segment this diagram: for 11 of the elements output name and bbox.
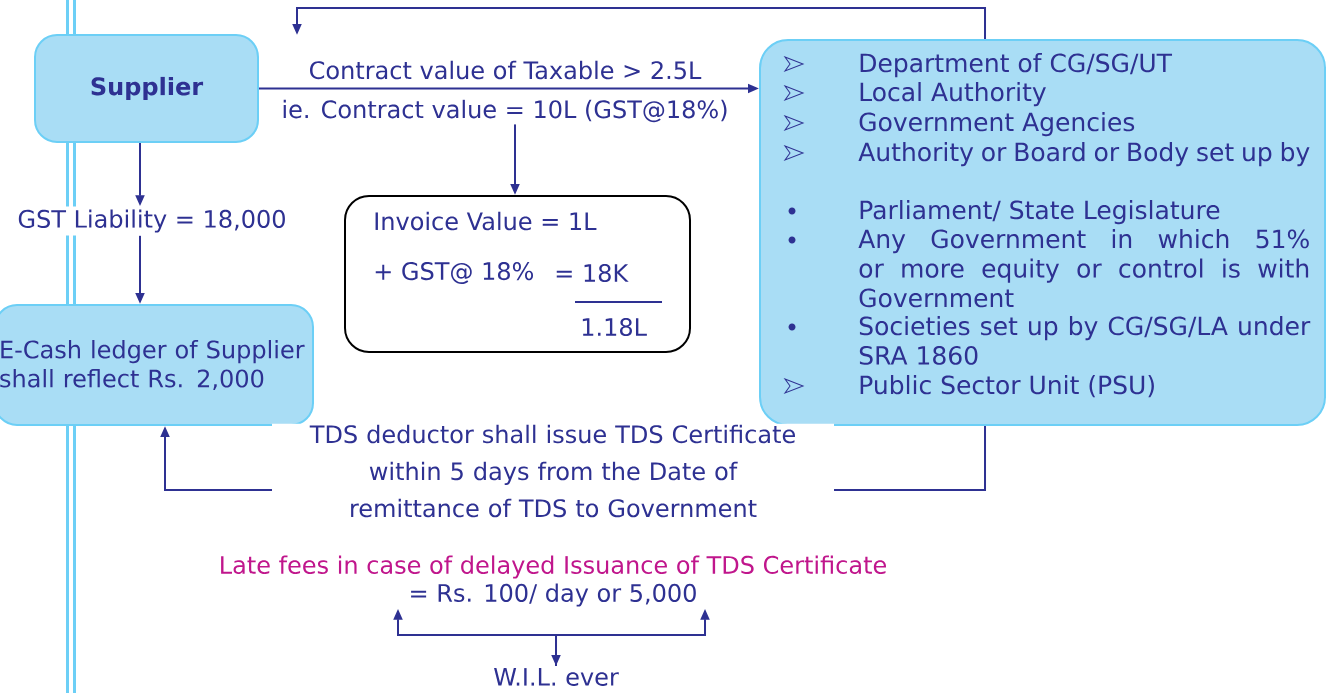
invoice-box: Invoice Value = 1L + GST@ 18% = 18K 1.18L (344, 195, 691, 353)
liability-text: GST Liability = 18,000 (14, 206, 290, 236)
contract-text: ie. Contract value = 10L (GST@18%) (283, 99, 727, 123)
edge-label: Contract value of Taxable > 2.5L (310, 60, 702, 80)
late-fees-text: Late fees in case of delayed Issuance of TDS Certificate = Rs. 100/ day or 5,000 (221, 555, 886, 607)
result-text: W.I.L. ever (494, 668, 619, 686)
arrow (292, 7, 986, 40)
authority-box: Department of CG/SG/UT Local Authority Government Agencies Authority or Board or Body set up by Parliament/ State Legislature Any Government in which 51% or more equity or control is with Government Societies set up by CG/SG/LA under SRA 1860 Public Sector Unit (PSU) (759, 39, 1326, 426)
edge-label: TDS deductor shall issue TDS Certificate within 5 days from the Date of remittance of TDS to Government (272, 423, 834, 519)
ledger-box: E-Cash ledger of Supplier shall reflect Rs. 2,000 (0, 304, 314, 426)
supplier-box: Supplier (34, 34, 259, 143)
